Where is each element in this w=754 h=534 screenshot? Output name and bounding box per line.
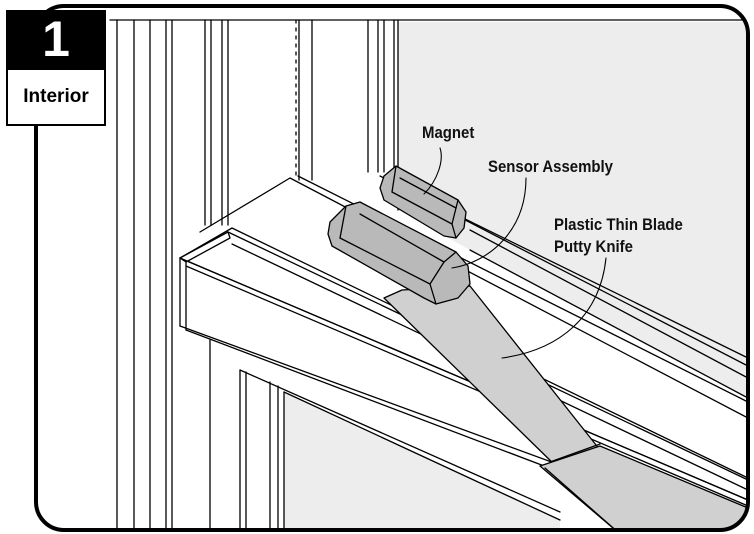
putty-knife-label-line2: Putty Knife [554, 237, 633, 256]
putty-knife-label-line1: Plastic Thin Blade [554, 215, 683, 234]
putty-knife-blade [383, 285, 601, 471]
step-indicator: 1 Interior [6, 10, 106, 126]
knife-leader [501, 257, 607, 359]
sensor-assembly [327, 201, 471, 305]
magnet-label: Magnet [422, 122, 474, 144]
sensor-assembly-label: Sensor Assembly [488, 156, 613, 178]
lower-sash-frame [209, 339, 561, 530]
putty-knife [383, 285, 748, 530]
panel-border [34, 4, 750, 532]
step-number: 1 [6, 10, 106, 68]
putty-knife-label: Plastic Thin Blade Putty Knife [554, 214, 683, 258]
lower-glass-pane [284, 392, 560, 530]
magnet-label-text: Magnet [422, 123, 475, 142]
magnet [379, 165, 467, 239]
sensor-assembly-label-text: Sensor Assembly [488, 157, 614, 176]
upper-glass-pane [398, 22, 748, 398]
step-location-label: Interior [6, 68, 106, 126]
window-frame-left [116, 19, 399, 530]
sensor-leader [451, 177, 527, 269]
callout-leaders [423, 147, 607, 359]
magnet-leader [423, 147, 442, 195]
